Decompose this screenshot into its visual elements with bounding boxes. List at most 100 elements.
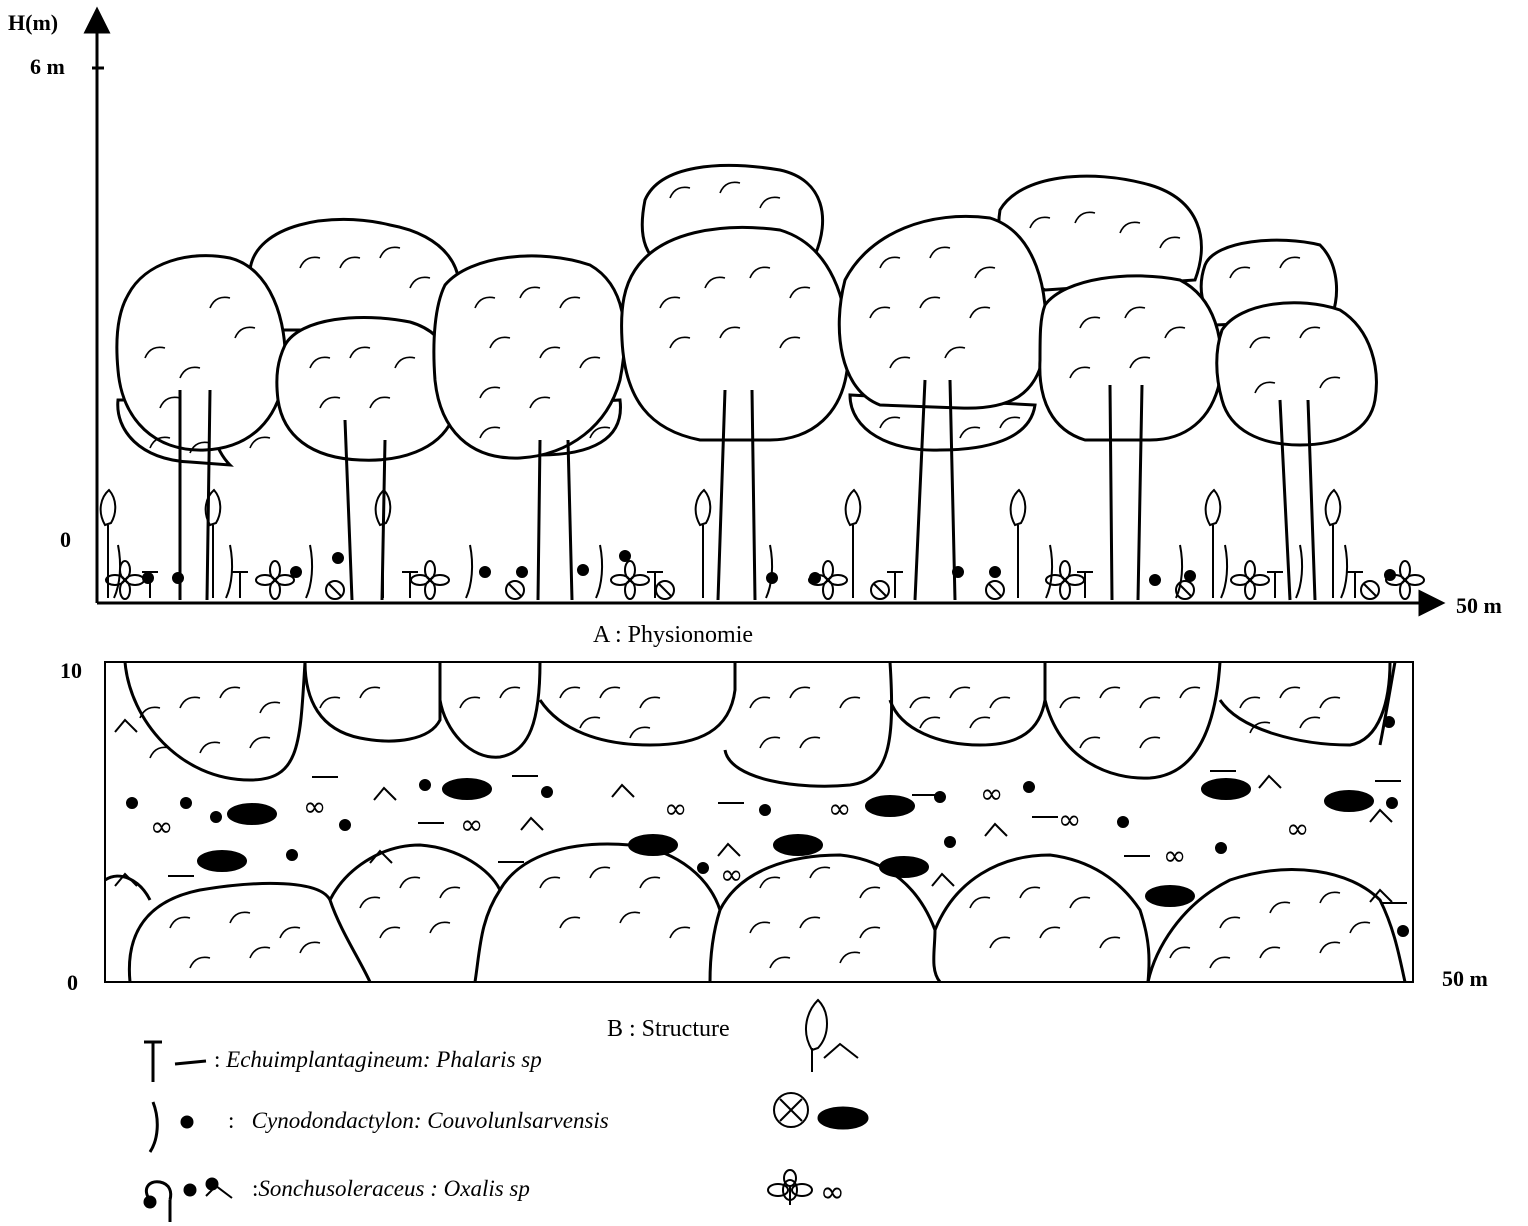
caret	[932, 874, 954, 886]
echium-plant	[101, 490, 116, 525]
convolvulus-dot	[181, 798, 191, 808]
leaf-mark	[150, 747, 170, 758]
leaf-mark	[560, 687, 580, 698]
cross	[874, 584, 886, 596]
cynodon-hook	[596, 545, 602, 598]
oxalis-leaf	[411, 575, 429, 585]
panel-a-x-end-label: 50 m	[1456, 593, 1502, 619]
leaf-mark	[1240, 697, 1260, 708]
legend-row-1-prefix: :	[214, 1047, 226, 1072]
y-top-tick-label: 6 m	[30, 54, 65, 80]
dot-icon	[182, 1117, 192, 1127]
convolvulus-dot	[1384, 717, 1394, 727]
convolvulus-dot	[211, 812, 221, 822]
leaf-mark	[1170, 947, 1190, 958]
convolvulus-dot	[990, 567, 1000, 577]
oxalis-leaf	[1046, 575, 1064, 585]
leaf-mark	[790, 687, 810, 698]
convolvulus-dot	[945, 837, 955, 847]
convolvulus-dot	[340, 820, 350, 830]
filled-ellipse	[1202, 779, 1250, 799]
filled-ellipse-icon	[819, 1108, 867, 1128]
cross	[659, 584, 671, 596]
leaf-mark	[170, 917, 190, 928]
leaf-mark	[640, 877, 660, 888]
filled-ellipse	[198, 851, 246, 871]
panel-b-x-end-label: 50 m	[1442, 966, 1488, 992]
leaf-mark	[1220, 917, 1240, 928]
leaf-mark	[770, 957, 790, 968]
convolvulus-dot	[810, 573, 820, 583]
caret-icon	[824, 1044, 858, 1058]
convolvulus-dot	[953, 567, 963, 577]
leaf-mark	[590, 867, 610, 878]
oxalis-leaf	[631, 575, 649, 585]
leaf-mark	[1100, 937, 1120, 948]
panel-a-herb-layer	[101, 490, 1424, 599]
leaf-mark	[580, 717, 600, 728]
leaf-mark	[320, 697, 340, 708]
leaf-mark	[500, 687, 520, 698]
convolvulus-dot	[480, 567, 490, 577]
phalaris-plant	[1267, 572, 1283, 598]
leaf-mark	[910, 697, 930, 708]
echium-plant	[1326, 490, 1341, 525]
dash-icon	[175, 1061, 206, 1064]
leaf-mark	[800, 917, 820, 928]
convolvulus-dot	[127, 798, 137, 808]
oxalis-leaf	[431, 575, 449, 585]
infinity: ∞	[1163, 839, 1186, 872]
leaf-mark	[380, 927, 400, 938]
leaf-mark	[750, 922, 770, 933]
leaf-mark	[800, 737, 820, 748]
convolvulus-dot	[1216, 843, 1226, 853]
leaf-mark	[360, 687, 380, 698]
phalaris-stem-icon	[144, 1042, 162, 1082]
echium-icon	[806, 1000, 827, 1072]
legend-row-1: : Echuimplantagineum: Phalaris sp	[214, 1047, 542, 1073]
legend-row-1-text: Echuimplantagineum: Phalaris sp	[226, 1047, 542, 1072]
cynodon-hook	[766, 545, 772, 598]
leaf-mark	[1140, 737, 1160, 748]
panel-b-caption: B : Structure	[607, 1016, 730, 1043]
convolvulus-dot	[333, 553, 343, 563]
caret	[718, 844, 740, 856]
leaf-mark	[1280, 687, 1300, 698]
leaf-mark	[840, 952, 860, 963]
phalaris-plant	[887, 572, 903, 598]
infinity-icon: ∞	[820, 1175, 845, 1210]
oxalis-leaf	[829, 575, 847, 585]
filled-ellipse	[866, 796, 914, 816]
echium-plant	[846, 490, 861, 525]
cynodon-hook	[306, 545, 312, 598]
leaf-mark	[1060, 697, 1080, 708]
caret	[115, 720, 137, 732]
cross	[1364, 584, 1376, 596]
filled-ellipse	[774, 835, 822, 855]
leaf-mark	[250, 437, 270, 448]
leaf-mark	[400, 877, 420, 888]
leaf-mark	[600, 687, 620, 698]
leaf-mark	[220, 687, 240, 698]
oxalis-clover-icon	[768, 1170, 812, 1205]
infinity: ∞	[303, 790, 326, 823]
leaf-mark	[760, 877, 780, 888]
legend-row-3: :Sonchusoleraceus : Oxalis sp	[252, 1176, 530, 1202]
leaf-mark	[1210, 957, 1230, 968]
filled-ellipse	[443, 779, 491, 799]
infinity: ∞	[720, 858, 743, 891]
leaf-mark	[810, 867, 830, 878]
cynodon-hook-icon	[150, 1102, 157, 1152]
infinity: ∞	[460, 808, 483, 841]
leaf-mark	[1300, 717, 1320, 728]
infinity: ∞	[150, 810, 173, 843]
leaf-mark	[970, 897, 990, 908]
cynodon-hook	[1296, 545, 1302, 598]
leaf-mark	[1350, 922, 1370, 933]
panel-b-crown-texture	[140, 687, 1370, 968]
caret	[612, 785, 634, 797]
panel-b-top-label: 10	[60, 658, 82, 684]
convolvulus-dot	[517, 567, 527, 577]
infinity: ∞	[664, 792, 687, 825]
convolvulus-dot	[1398, 926, 1408, 936]
